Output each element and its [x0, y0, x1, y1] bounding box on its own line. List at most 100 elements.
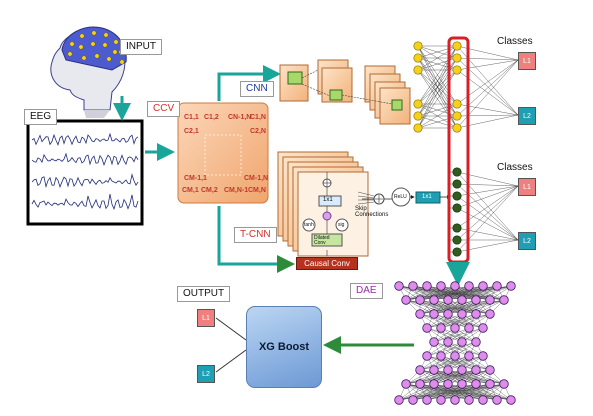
input-label: INPUT	[120, 39, 162, 55]
connection	[456, 114, 519, 117]
neuron	[452, 191, 462, 201]
neuron	[452, 65, 462, 75]
connection	[433, 327, 484, 343]
electrode	[67, 51, 73, 57]
dae-neuron	[436, 395, 446, 405]
dae-neuron	[443, 295, 453, 305]
output-l2: L2	[197, 365, 215, 383]
dae-neuron	[408, 281, 418, 291]
causal-conv-block: Causal Conv	[296, 257, 358, 270]
neuron	[413, 123, 423, 133]
electrode	[113, 39, 119, 45]
ccv-cm1: CM,1	[182, 187, 199, 194]
neuron	[452, 123, 462, 133]
neuron	[452, 235, 462, 245]
dae-neuron	[478, 323, 488, 333]
class-l2-bottom: L2	[518, 232, 536, 250]
ccv-cmn1: CM,N-1	[224, 187, 249, 194]
neuron	[452, 247, 462, 257]
dae-neuron	[429, 309, 439, 319]
neuron	[413, 53, 423, 63]
electrode	[94, 53, 100, 59]
dae-neuron	[422, 281, 432, 291]
connection	[419, 299, 477, 315]
line-xgb-to-l2	[215, 349, 247, 373]
electrode	[103, 32, 109, 38]
dae-neuron	[478, 351, 488, 361]
tanh-label: tanh	[304, 222, 314, 228]
cnn-layers	[279, 59, 411, 125]
electrode	[79, 33, 85, 39]
tcnn-1x1-label: 1x1	[323, 197, 333, 203]
dae-neuron	[415, 379, 425, 389]
dae-neuron	[457, 295, 467, 305]
ccv-cm2: CM,2	[201, 187, 218, 194]
dae-neuron	[478, 395, 488, 405]
dae-neuron	[471, 295, 481, 305]
arrow-ccv-to-tcnn	[217, 206, 295, 273]
classes-bottom-label: Classes	[497, 162, 533, 173]
cnn-label: CNN	[240, 81, 274, 97]
dae-neuron	[415, 295, 425, 305]
connection	[419, 355, 470, 371]
dae-neuron	[471, 365, 481, 375]
dae-neuron	[394, 281, 404, 291]
electrode	[78, 44, 84, 50]
dae-neuron	[429, 295, 439, 305]
neuron	[413, 111, 423, 121]
connection	[433, 327, 470, 343]
connection	[456, 45, 519, 116]
dae-neuron	[450, 395, 460, 405]
dae-neuron	[471, 379, 481, 389]
connection	[426, 341, 477, 357]
dae-neuron	[443, 309, 453, 319]
eeg-trace	[31, 194, 139, 211]
electrode	[90, 41, 96, 47]
tcnn-label: T-CNN	[234, 227, 277, 243]
connection	[440, 341, 477, 357]
eeg-traces	[31, 132, 139, 211]
electrode	[119, 59, 125, 65]
connection	[456, 45, 519, 61]
connection	[398, 383, 435, 401]
electrode	[106, 56, 112, 62]
connection	[419, 299, 463, 315]
dae-neuron	[485, 295, 495, 305]
eeg-trace	[31, 132, 139, 146]
ccv-label: CCV	[147, 101, 181, 117]
eeg-trace	[31, 173, 139, 189]
ccv-c1n: C1,N	[250, 114, 266, 121]
dae-neuron	[478, 281, 488, 291]
connection	[456, 59, 519, 129]
dae-neuron	[471, 309, 481, 319]
connection	[426, 341, 463, 357]
neuron	[452, 111, 462, 121]
ccv-c11: C1,1	[184, 114, 199, 121]
dae-neuron	[415, 365, 425, 375]
neuron	[413, 41, 423, 51]
connection	[447, 369, 491, 385]
neuron	[452, 223, 462, 233]
connection	[456, 185, 519, 253]
ccv-cmn: CM,N	[248, 187, 266, 194]
neuron	[452, 99, 462, 109]
connection	[454, 313, 491, 329]
dae-neuron	[429, 379, 439, 389]
arrow-ccv-to-cnn	[217, 65, 281, 101]
electrode	[112, 49, 118, 55]
class-l1-bottom: L1	[518, 178, 536, 196]
connection	[475, 299, 505, 315]
connection	[461, 369, 491, 385]
dae-neuron	[429, 365, 439, 375]
eeg-panel	[26, 119, 144, 226]
dae-neuron	[506, 281, 516, 291]
dae-neuron	[457, 309, 467, 319]
connection	[456, 69, 519, 116]
cnn-dense-network	[413, 41, 519, 133]
connection	[433, 355, 484, 371]
neuron	[452, 41, 462, 51]
line-xgb-to-l1	[215, 317, 247, 341]
connection	[456, 195, 519, 241]
dae-neuron	[443, 365, 453, 375]
